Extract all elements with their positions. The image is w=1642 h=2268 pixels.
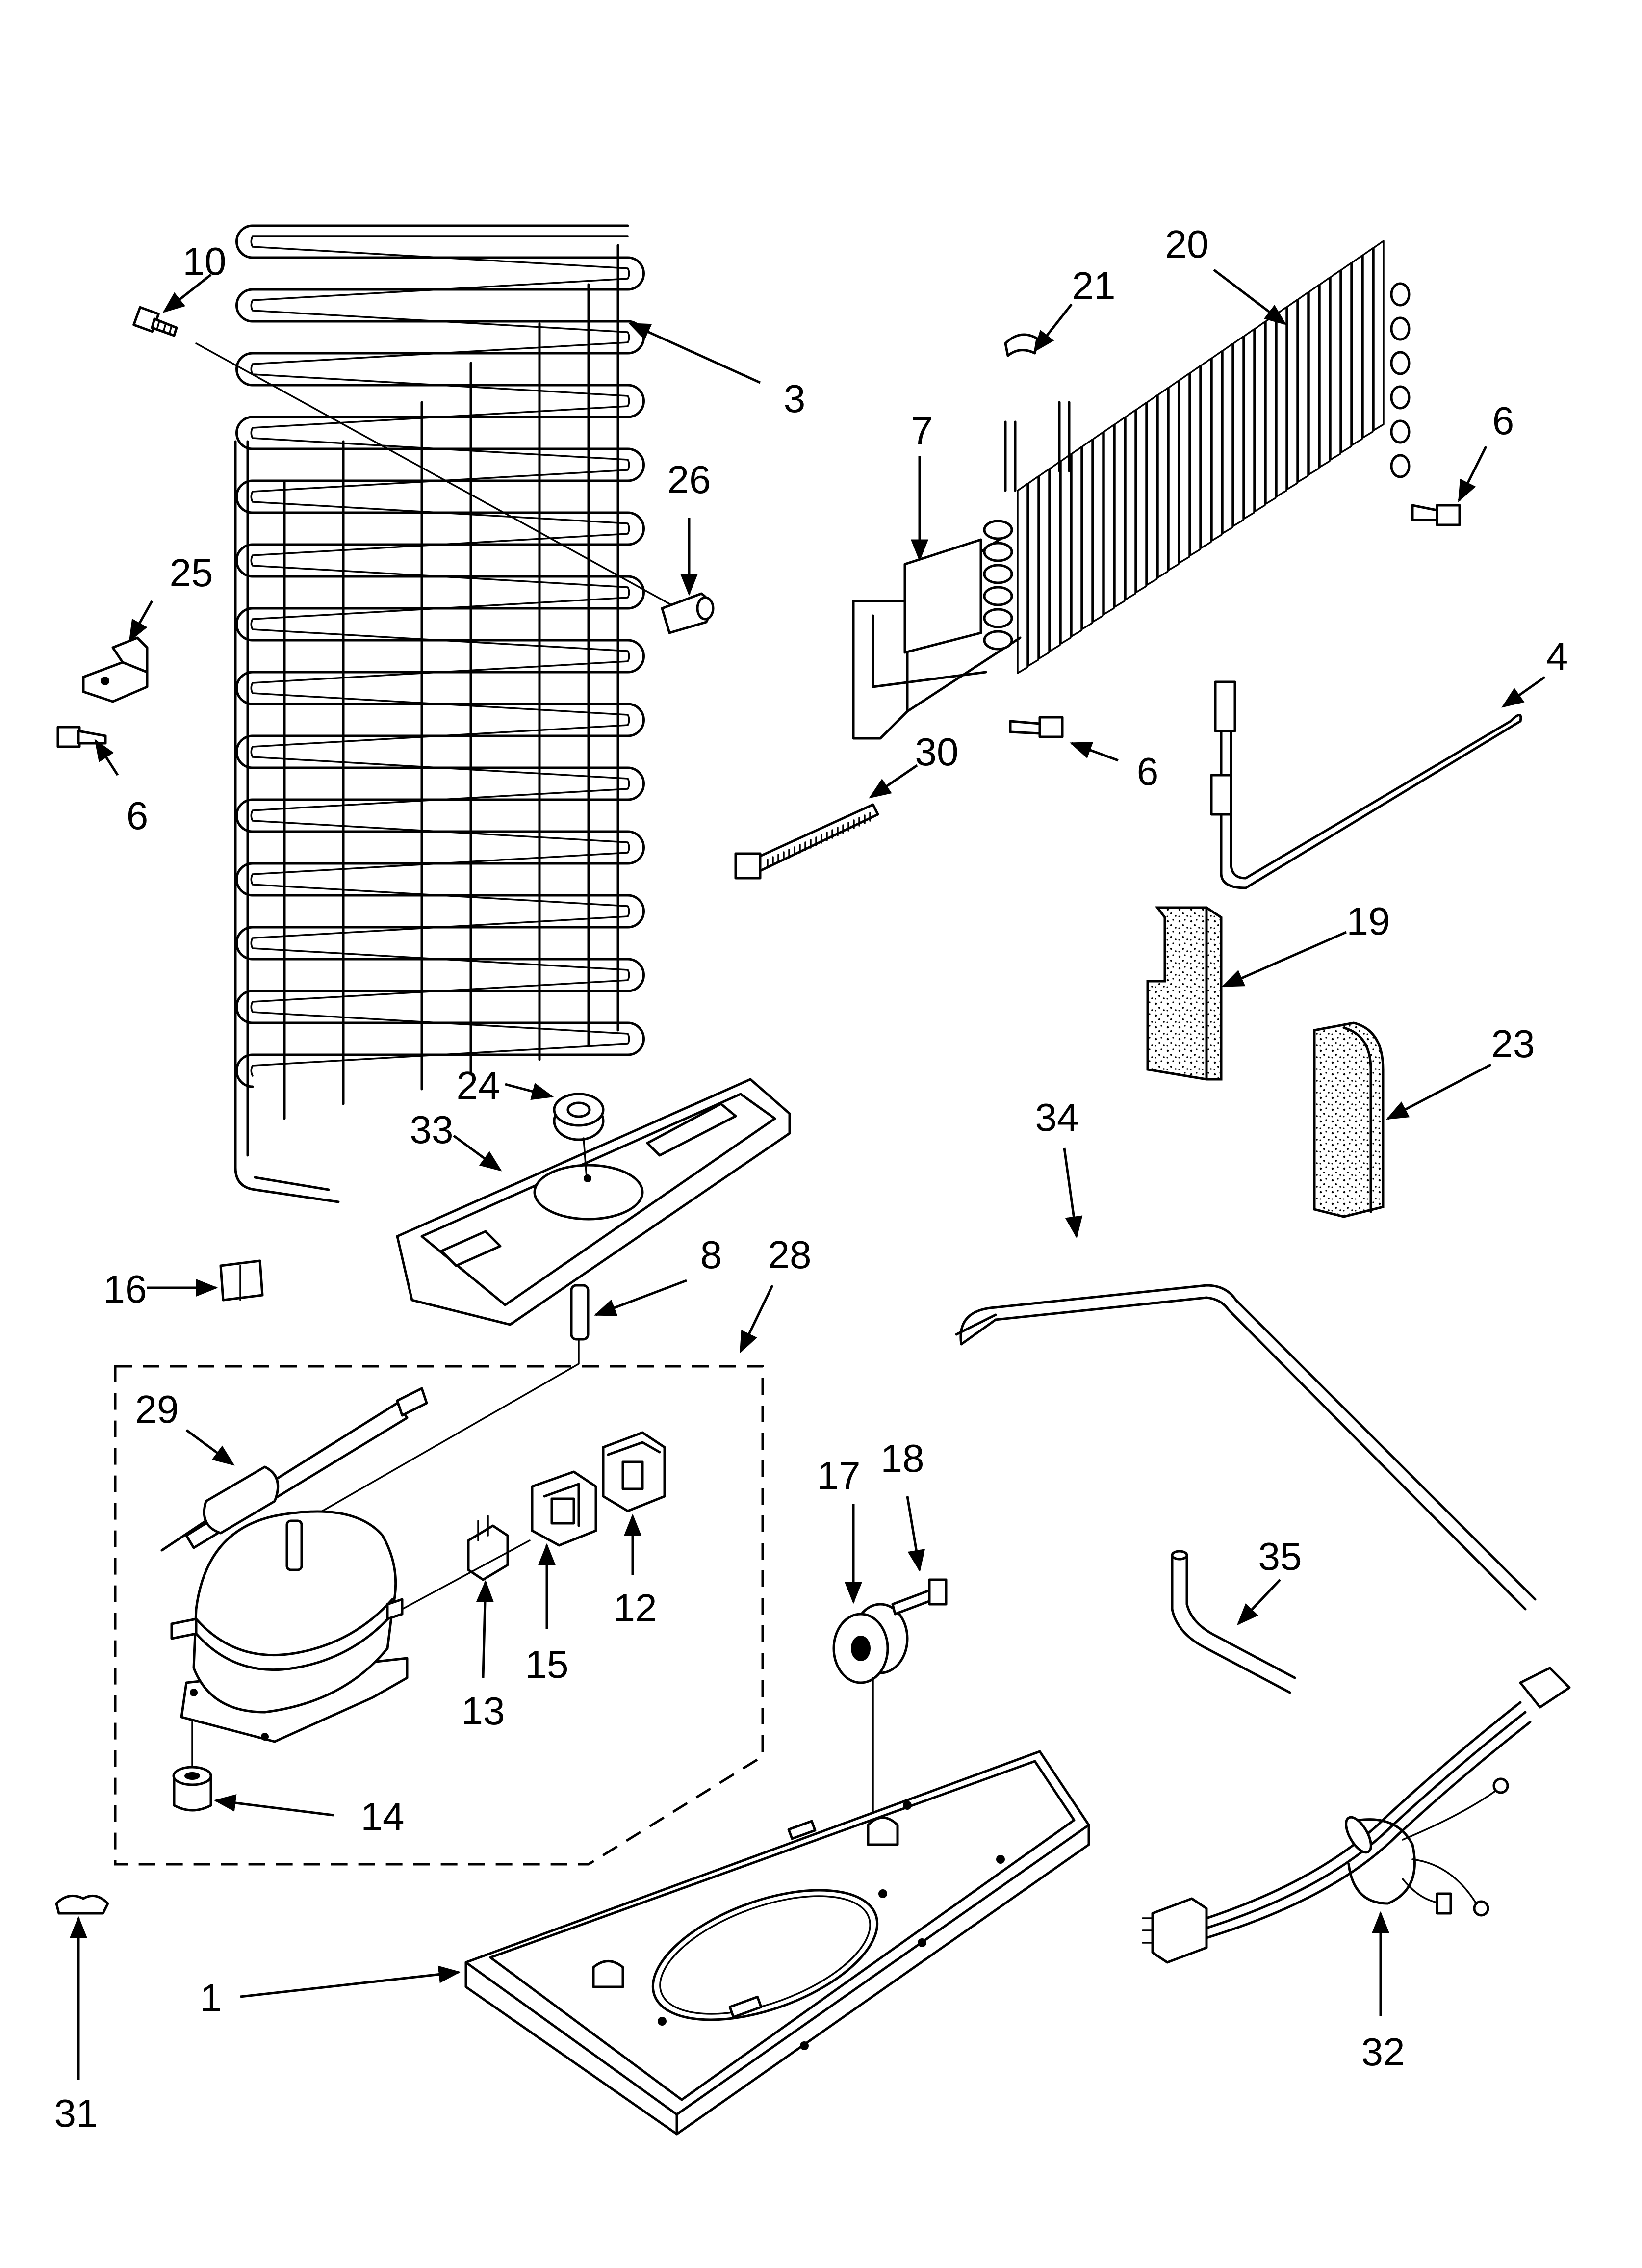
terminal-clip-13 [467,1515,509,1581]
overload-15 [531,1470,597,1547]
callout-14: 14 [361,1795,405,1838]
screw-10 [132,306,178,337]
callout-28: 28 [768,1233,812,1277]
evaporator [852,240,1411,740]
callout-16: 16 [103,1267,147,1311]
tube-35 [1171,1550,1296,1694]
callout-3: 3 [784,377,806,420]
callout-6-center: 6 [1137,750,1159,793]
clip-31 [55,1894,109,1915]
callout-leaders [70,269,1546,2080]
grommet-14 [172,1721,212,1812]
callout-29: 29 [135,1387,179,1431]
callout-1: 1 [200,1976,222,2020]
callout-35: 35 [1258,1535,1302,1578]
roller-17 [832,1603,909,1816]
callout-4: 4 [1546,634,1568,678]
callout-labels: 10 3 26 25 6 20 21 7 6 6 4 30 19 23 24 3… [54,222,1568,2135]
callout-12: 12 [614,1586,657,1630]
callout-6-upper-right: 6 [1492,399,1514,443]
callout-18: 18 [881,1436,924,1480]
foam-block-23 [1313,1021,1385,1218]
callout-6-left: 6 [127,794,149,837]
callout-19: 19 [1347,899,1390,943]
nut-24 [553,1093,605,1141]
callout-8: 8 [700,1233,722,1277]
callout-10: 10 [183,239,227,283]
condenser-coil [234,224,645,1203]
drier [160,1387,428,1552]
compressor [170,1510,409,1743]
wire-harness [1142,1667,1571,1964]
callout-13: 13 [462,1689,505,1733]
tube-8 [279,1284,590,1537]
callout-25: 25 [170,551,213,595]
callout-17: 17 [817,1454,861,1497]
callout-20: 20 [1165,222,1209,266]
screw-6-upper-right [1411,504,1461,526]
drain-tube [955,1284,1537,1611]
callout-32: 32 [1361,2030,1405,2074]
callout-26: 26 [667,458,711,501]
callout-24: 24 [457,1064,500,1107]
callout-33: 33 [410,1108,454,1151]
callout-23: 23 [1491,1022,1535,1066]
screw-6-center [1009,716,1064,738]
foam-block-19 [1146,906,1223,1081]
cable-tie [734,803,879,880]
callout-31: 31 [54,2091,98,2135]
callout-30: 30 [915,730,959,774]
callout-7: 7 [911,409,933,452]
clip-16 [219,1259,264,1302]
callout-34: 34 [1035,1095,1079,1139]
bracket-25 [82,636,149,703]
callout-15: 15 [525,1642,569,1686]
drain-pan [396,1078,791,1326]
relay-12 [602,1431,666,1512]
clip-26 [661,592,715,634]
screw-18 [891,1578,948,1616]
base-pan [464,1750,1090,2136]
compressor-assembly-boundary [114,1365,764,1866]
defrost-heater [1210,680,1522,889]
callout-21: 21 [1072,264,1116,308]
